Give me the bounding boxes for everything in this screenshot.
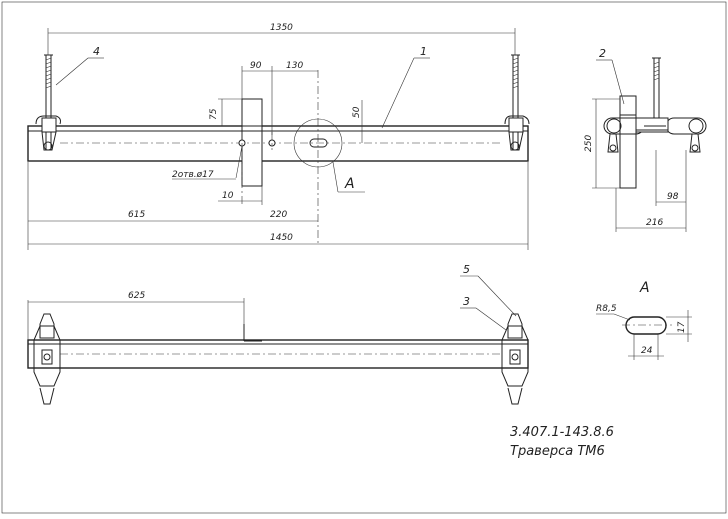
view-a-marker: A xyxy=(344,176,355,192)
dim-10: 10 xyxy=(222,191,234,201)
callout-4: 4 xyxy=(93,45,100,58)
dim-615: 615 xyxy=(128,210,145,220)
drawing-name: Траверса ТМ6 xyxy=(510,444,605,459)
top-view: 625 5 3 xyxy=(27,263,529,405)
detail-a-title: A xyxy=(639,280,650,296)
detail-slot xyxy=(625,316,667,335)
dim-130: 130 xyxy=(286,61,303,71)
dim-24: 24 xyxy=(641,346,653,356)
detail-a: A R8,5 17 24 xyxy=(596,280,692,360)
side-plate xyxy=(619,95,637,189)
callout-2: 2 xyxy=(599,47,606,60)
dim-625: 625 xyxy=(128,291,145,301)
dim-98: 98 xyxy=(667,192,679,202)
callout-5: 5 xyxy=(463,263,470,276)
callout-1: 1 xyxy=(420,45,427,58)
dim-1350: 1350 xyxy=(270,23,293,33)
dim-50: 50 xyxy=(352,106,362,118)
dim-75: 75 xyxy=(209,108,219,120)
dim-220: 220 xyxy=(270,210,287,220)
slot xyxy=(309,138,328,148)
side-view: 250 98 216 2 xyxy=(584,47,707,232)
dim-216: 216 xyxy=(646,218,663,228)
dim-90: 90 xyxy=(250,61,262,71)
drawing-code: 3.407.1-143.8.6 xyxy=(510,425,614,440)
holes-label: 2отв.ø17 xyxy=(172,170,214,180)
beam-body xyxy=(27,125,529,162)
callout-3: 3 xyxy=(463,295,470,308)
dim-r85: R8,5 xyxy=(596,304,617,314)
dim-1450: 1450 xyxy=(270,233,293,243)
front-view: 1350 90 130 75 50 2отв.ø17 10 615 220 14… xyxy=(27,23,530,250)
dim-17: 17 xyxy=(677,321,687,333)
dim-250: 250 xyxy=(584,135,594,152)
